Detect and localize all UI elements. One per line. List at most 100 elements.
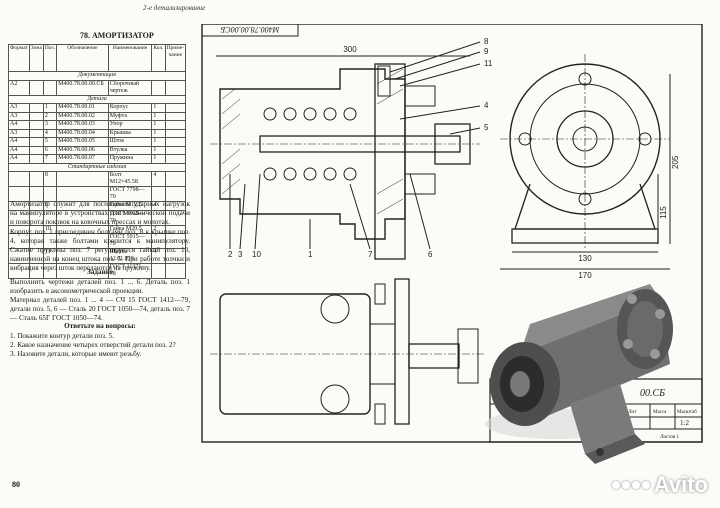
table-cell xyxy=(42,263,58,279)
table-cell: Болт М12×45.58 xyxy=(107,171,153,187)
table-cell: 1 xyxy=(151,145,166,155)
table-cell: Сборочный чертеж xyxy=(107,79,153,96)
callout-11: 11 xyxy=(484,59,493,68)
table-row: ГОСТ 5915—70 xyxy=(8,209,187,226)
table-cell: М400.78.00.06 xyxy=(56,145,109,155)
callout-2: 2 xyxy=(228,250,233,259)
table-cell xyxy=(8,186,30,202)
callout-3: 3 xyxy=(238,250,243,259)
dim-height-115: 115 xyxy=(659,206,668,219)
table-cell: М400.78.00.00.СБ xyxy=(56,79,109,96)
table-cell xyxy=(164,103,187,113)
section-label: Детали xyxy=(8,94,186,104)
table-cell xyxy=(42,79,58,96)
callout-7: 7 xyxy=(368,250,373,259)
table-cell: Шток xyxy=(107,137,153,147)
callout-10: 10 xyxy=(252,250,261,259)
question-1: 1. Покажите контур детали поз. 5. xyxy=(10,332,114,340)
page-header: 2-е детализирование xyxy=(143,4,206,12)
table-cell: 1 xyxy=(151,111,166,121)
stamp-lit: Лит xyxy=(628,410,637,415)
table-cell xyxy=(42,186,58,202)
table-cell: Втулка xyxy=(107,145,153,155)
table-cell: ГОСТ 7798—70 xyxy=(107,186,153,202)
table-cell xyxy=(28,154,44,164)
table-cell xyxy=(28,111,44,121)
table-cell: 1 xyxy=(151,128,166,138)
table-cell xyxy=(28,137,44,147)
avito-watermark: Avito xyxy=(611,472,708,498)
table-cell: М400.78.00.02 xyxy=(56,111,109,121)
table-cell xyxy=(164,186,187,202)
col-qty: Кол. xyxy=(151,44,166,72)
drawing-frame xyxy=(201,24,703,443)
table-cell: 1 xyxy=(42,103,58,113)
task-2: Материал деталей поз. 1 ... 4 — СЧ 15 ГО… xyxy=(10,296,190,322)
table-cell xyxy=(164,154,187,164)
table-section-row: Детали xyxy=(8,94,186,104)
avito-logo-icon xyxy=(611,481,650,489)
questions-title: Ответьте на вопросы: xyxy=(64,322,136,330)
table-cell: Упор xyxy=(107,120,153,130)
assembly-drawing: М400.78.00.00СБ 300 xyxy=(201,24,703,464)
table-cell: А4 xyxy=(8,120,30,130)
stamp-scale: Масштаб xyxy=(677,410,697,415)
table-cell xyxy=(28,103,44,113)
table-cell: Корпус xyxy=(107,103,153,113)
table-cell: 4 xyxy=(151,171,166,187)
table-cell: А2 xyxy=(8,79,30,96)
table-cell: А4 xyxy=(8,137,30,147)
title-box-code: М400.78.00.00СБ xyxy=(220,25,280,34)
table-cell xyxy=(56,263,109,279)
task-1: Выполнить чертежи деталей поз. 1 ... 6. … xyxy=(10,278,190,295)
col-code: Обозначение xyxy=(56,44,109,72)
table-cell: Крышка xyxy=(107,128,153,138)
table-cell xyxy=(56,209,109,226)
section-label: Стандартные изделия xyxy=(8,162,186,172)
table-cell: М400.78.00.05 xyxy=(56,137,109,147)
avito-text: Avito xyxy=(653,472,708,497)
section-title: 78. АМОРТИЗАТОР xyxy=(80,31,154,40)
table-cell xyxy=(28,145,44,155)
table-cell xyxy=(164,111,187,121)
dim-width-130: 130 xyxy=(578,254,592,263)
table-cell: М400.78.00.03 xyxy=(56,120,109,130)
table-cell: 4 xyxy=(42,128,58,138)
table-cell: 8 xyxy=(42,171,58,187)
table-cell: 1 xyxy=(151,154,166,164)
table-cell: 5 xyxy=(42,137,58,147)
stamp-scale-value: 1:2 xyxy=(680,419,689,427)
col-note: Приме-чание xyxy=(164,44,187,72)
callout-9: 9 xyxy=(484,47,489,56)
table-cell xyxy=(164,145,187,155)
table-cell xyxy=(56,186,109,202)
task-title: Задание xyxy=(86,268,114,276)
col-zone: Зона xyxy=(28,44,44,72)
table-cell xyxy=(8,171,30,187)
table-cell xyxy=(164,137,187,147)
table-cell: М400.78.00.04 xyxy=(56,128,109,138)
table-cell xyxy=(164,209,187,226)
table-cell xyxy=(28,128,44,138)
stamp-mass: Масса xyxy=(653,410,667,415)
table-row: ГОСТ 7798—70 xyxy=(8,186,187,202)
callout-8: 8 xyxy=(484,37,489,46)
description: Амортизатор служит для поглощения ударны… xyxy=(10,200,190,226)
table-cell xyxy=(8,263,30,279)
callout-5: 5 xyxy=(484,123,489,132)
dim-height-205: 205 xyxy=(671,155,680,169)
table-cell xyxy=(151,79,166,96)
table-cell xyxy=(28,79,44,96)
table-section-row: Стандартные изделия xyxy=(8,162,186,172)
dim-length: 300 xyxy=(343,45,357,54)
table-cell xyxy=(164,171,187,187)
stamp-code: 00.СБ xyxy=(640,388,665,399)
table-cell xyxy=(56,171,109,187)
